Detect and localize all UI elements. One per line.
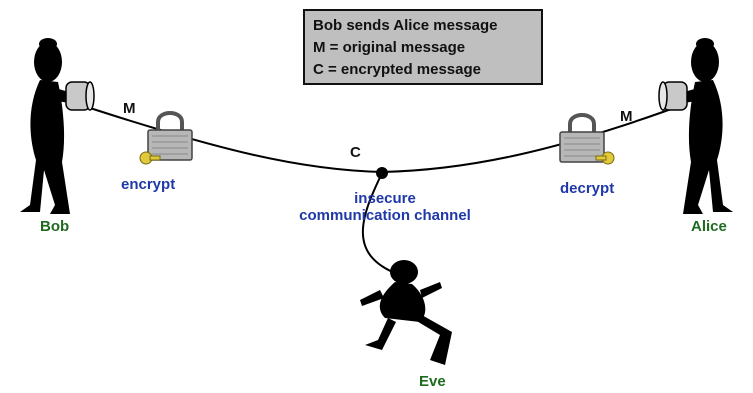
eve-tap-wire	[362, 172, 401, 276]
label-c: C	[350, 144, 361, 161]
bob-figure	[20, 38, 76, 214]
label-m-left: M	[123, 100, 136, 117]
label-m-right: M	[620, 108, 633, 125]
decrypt-key-icon	[595, 151, 615, 165]
label-decrypt: decrypt	[560, 180, 615, 197]
label-encrypt: encrypt	[121, 176, 176, 193]
bob-can-icon	[65, 81, 95, 111]
alice-can-icon	[658, 81, 688, 111]
legend-line-title: Bob sends Alice message	[313, 17, 498, 34]
label-eve: Eve	[419, 373, 446, 390]
legend-box: Bob sends Alice message M = original mes…	[303, 9, 543, 85]
label-channel-line2: communication channel	[299, 207, 471, 224]
legend-line-c: C = encrypted message	[313, 61, 481, 78]
eve-figure	[360, 260, 452, 365]
label-channel-line1: insecure	[354, 190, 416, 207]
decrypt-padlock-icon	[559, 113, 605, 163]
label-alice: Alice	[691, 218, 727, 235]
tap-point	[376, 167, 388, 179]
label-bob: Bob	[40, 218, 70, 235]
legend-line-m: M = original message	[313, 39, 466, 56]
label-channel: insecure communication channel	[270, 190, 500, 224]
encrypt-padlock-icon	[147, 111, 193, 161]
alice-figure	[677, 38, 733, 214]
encrypt-key-icon	[139, 151, 161, 165]
